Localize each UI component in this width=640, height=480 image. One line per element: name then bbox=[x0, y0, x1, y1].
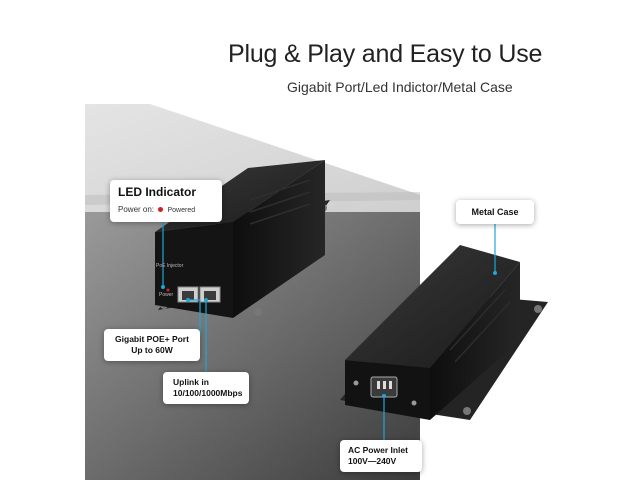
metal-case-callout: Metal Case bbox=[456, 200, 534, 224]
flange-screw-hole bbox=[463, 407, 471, 415]
power-on-label: Power on: bbox=[118, 205, 155, 214]
callout-dots bbox=[161, 271, 497, 398]
device-face bbox=[155, 222, 233, 318]
power-led bbox=[166, 288, 170, 292]
ac-inlet-line2: 100V—240V bbox=[348, 456, 397, 466]
ac-inlet-line1: AC Power Inlet bbox=[348, 445, 408, 455]
led-indicator-heading: LED Indicator bbox=[118, 185, 197, 199]
flange-screw-hole bbox=[534, 305, 542, 313]
poe-port-line2: Up to 60W bbox=[131, 345, 173, 355]
uplink-line1: Uplink in bbox=[173, 377, 209, 387]
poe-callout-line bbox=[188, 299, 201, 337]
ac-inlet-callout: AC Power Inlet 100V—240V bbox=[340, 440, 422, 472]
flange-screw-hole bbox=[254, 308, 262, 316]
device-top bbox=[345, 245, 520, 368]
device-indicator-label: Power bbox=[159, 292, 174, 298]
led-indicator-status-line: Power on: Powered bbox=[118, 205, 195, 214]
page-subtitle: Gigabit Port/Led Indictor/Metal Case bbox=[287, 79, 513, 95]
device-front-label: PoE Injector bbox=[156, 263, 184, 269]
powered-label: Powered bbox=[167, 207, 196, 214]
poe-port-callout: Gigabit POE+ Port Up to 60W bbox=[104, 329, 200, 361]
socket-screw bbox=[411, 400, 417, 406]
uplink-line2: 10/100/1000Mbps bbox=[173, 388, 243, 398]
poe-port-line1: Gigabit POE+ Port bbox=[115, 334, 189, 344]
poe-injector-rear bbox=[340, 245, 548, 420]
page-title: Plug & Play and Easy to Use bbox=[228, 40, 543, 68]
socket-screw bbox=[353, 380, 359, 386]
uplink-callout: Uplink in 10/100/1000Mbps bbox=[163, 372, 249, 404]
callout-lines bbox=[162, 222, 496, 440]
device-side bbox=[233, 160, 325, 318]
poe-injector-front bbox=[155, 160, 330, 318]
led-indicator-callout: LED Indicator Power on: Powered bbox=[110, 180, 222, 222]
red-dot-icon bbox=[158, 207, 164, 213]
